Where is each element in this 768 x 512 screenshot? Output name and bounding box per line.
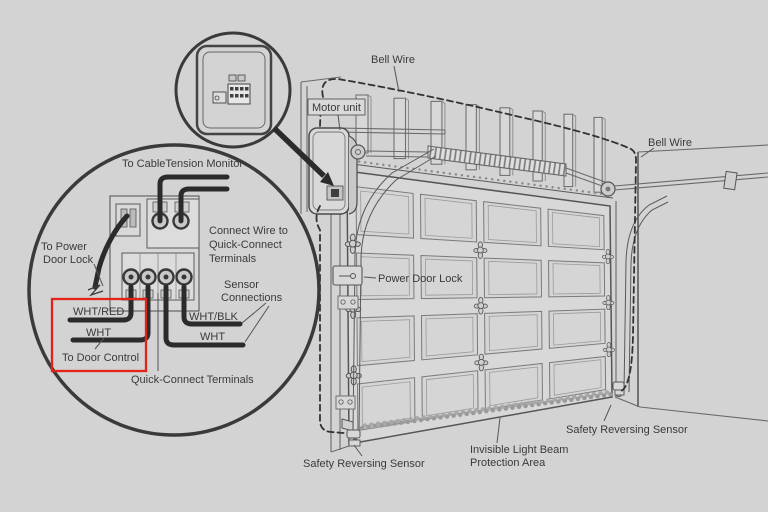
label-cable-tension: To CableTension Monitor	[122, 158, 243, 170]
door-panel	[420, 313, 479, 361]
light-beam	[359, 389, 617, 431]
ceiling-stud	[563, 113, 574, 188]
roller-plates	[335, 295, 359, 410]
door-panel	[548, 355, 607, 400]
cable-tension-wire-1	[157, 174, 230, 223]
ceiling-stud	[393, 97, 406, 160]
wire-wht-red	[67, 284, 134, 323]
label-safety-sensor-right: Safety Reversing Sensor	[566, 424, 688, 436]
label-wht-red: WHT/RED	[73, 306, 124, 318]
garage-labels: Bell Wire Bell Wire Motor unit Power Doo…	[303, 54, 692, 470]
garage-scene: Bell Wire Bell Wire Motor unit Power Doo…	[300, 54, 768, 470]
label-connect-wire-1: Connect Wire to	[209, 225, 288, 237]
right-wall-and-floor	[330, 144, 768, 453]
motor-unit	[308, 127, 366, 215]
door-panel	[548, 308, 606, 349]
label-sensor-conn-2: Connections	[221, 292, 283, 304]
small-circle-panel-view	[195, 44, 273, 136]
ceiling-stud	[593, 116, 603, 193]
door-panel	[547, 208, 605, 251]
bearing-bracket	[723, 170, 738, 191]
label-beam-line2: Protection Area	[470, 457, 546, 469]
door-panel	[483, 201, 542, 247]
label-bell-wire-right: Bell Wire	[648, 137, 692, 149]
label-beam-line1: Invisible Light Beam	[470, 444, 568, 456]
label-quick-connect: Quick-Connect Terminals	[131, 374, 254, 386]
inset-wires	[67, 174, 246, 348]
label-power-lock-2: Door Lock	[43, 254, 94, 266]
door-panel	[419, 193, 478, 243]
cable-tension-wire-2	[178, 186, 230, 223]
wire-break-mark	[87, 284, 104, 297]
door-hinge	[473, 241, 488, 259]
door-hinge	[473, 296, 488, 315]
label-connect-wire-2: Quick-Connect	[209, 239, 282, 251]
label-safety-sensor-left: Safety Reversing Sensor	[303, 458, 425, 470]
motor-unit-label-box	[307, 98, 366, 116]
magnifier-arrow	[272, 126, 334, 186]
label-wht-left: WHT	[86, 327, 111, 339]
label-wht-blk: WHT/BLK	[189, 311, 239, 323]
power-door-lock-device	[332, 265, 363, 286]
safety-sensor-right	[612, 381, 625, 398]
safety-sensor-left	[341, 418, 361, 447]
inset-labels: To CableTension Monitor Connect Wire to …	[41, 158, 288, 386]
door-hinge	[601, 249, 614, 264]
torsion-assembly	[336, 127, 768, 197]
left-wall	[300, 76, 342, 214]
header-studs	[355, 94, 606, 193]
wire-wht-right	[163, 284, 246, 348]
perforated-angle	[344, 158, 614, 199]
door-panel	[420, 255, 478, 300]
label-connect-wire-3: Terminals	[209, 253, 257, 265]
door-hinge	[602, 342, 615, 358]
door-hinge	[602, 295, 615, 311]
inset-pointers	[93, 263, 270, 371]
label-power-lock-1: To Power	[41, 241, 87, 253]
door-hinge	[345, 365, 362, 386]
door-panel	[548, 260, 606, 298]
door-panel	[483, 257, 543, 299]
motor-coupling	[350, 144, 366, 160]
ceiling-stud	[465, 104, 477, 171]
label-power-door-lock: Power Door Lock	[378, 273, 463, 285]
label-to-door-control: To Door Control	[62, 352, 139, 364]
door-panel	[356, 315, 415, 367]
magnifier-inset: To CableTension Monitor Connect Wire to …	[27, 31, 321, 437]
power-lock-wire	[92, 213, 130, 290]
label-motor-unit: Motor unit	[312, 102, 361, 114]
wire-wht-blk	[181, 284, 243, 327]
torsion-spring	[427, 145, 567, 177]
label-wht-right: WHT	[200, 331, 225, 343]
door-control-highlight-box	[50, 297, 148, 373]
label-bell-wire-top: Bell Wire	[371, 54, 415, 66]
door-panel	[484, 310, 543, 355]
garage-door	[344, 170, 615, 445]
door-hinge	[474, 353, 489, 372]
ceiling-stud	[430, 100, 443, 165]
ceiling-stud	[532, 110, 543, 182]
ceiling-stud	[499, 107, 511, 176]
label-sensor-conn-1: Sensor	[224, 279, 259, 291]
